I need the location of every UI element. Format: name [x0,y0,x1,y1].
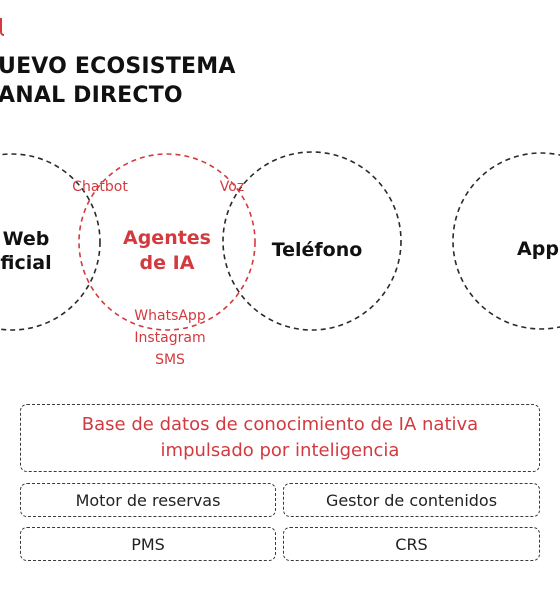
title-line-1: UEVO ECOSISTEMA [0,54,236,79]
channel-chatbot-label: Chatbot [72,179,128,195]
circle-phone-label: Teléfono [271,239,363,261]
web-label-line-2: ficial [0,252,52,274]
channel-whatsapp-label: WhatsApp [134,308,206,324]
channel-instagram-label: Instagram [134,330,206,346]
page-title: UEVO ECOSISTEMA ANAL DIRECTO [0,52,236,110]
ai-label-line-2: de IA [139,252,195,274]
channel-messaging-list: WhatsApp Instagram SMS [134,305,205,371]
circle-ai-agents [78,153,256,331]
knowledge-base-box: Base de datos de conocimiento de IA nati… [20,404,540,472]
module-booking-engine: Motor de reservas [20,483,276,517]
web-label-line-1: Web [2,228,50,250]
knowledge-base-line-2: impulsado por inteligencia [160,440,400,461]
ai-label-line-1: Agentes [123,227,211,249]
module-pms: PMS [20,527,276,561]
circle-ai-agents-label: Agentes de IA [123,226,211,276]
module-content-manager: Gestor de contenidos [283,483,540,517]
circle-app-label: App [517,238,559,260]
channel-voice-label: Voz [219,179,245,195]
circle-web-label: Web ficial [0,227,51,275]
circle-phone [222,151,402,331]
module-crs: CRS [283,527,540,561]
knowledge-base-line-1: Base de datos de conocimiento de IA nati… [81,414,479,435]
circle-app [452,152,560,330]
brand-accent-mark [0,18,4,36]
title-line-2: ANAL DIRECTO [0,83,183,108]
circle-web [0,153,101,331]
channel-sms-label: SMS [155,352,185,368]
